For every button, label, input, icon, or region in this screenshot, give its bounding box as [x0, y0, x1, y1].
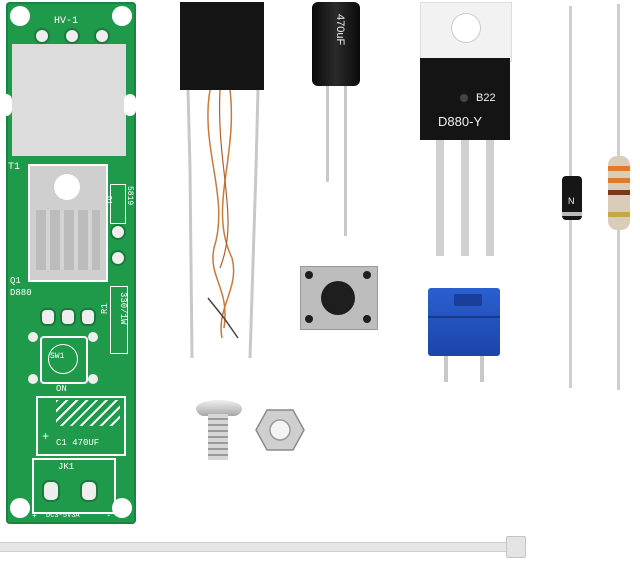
- transistor-footprint: [28, 164, 108, 282]
- resistor-band: [608, 190, 630, 195]
- trimmer-lead: [444, 356, 448, 382]
- hv-generator-module: [180, 2, 264, 90]
- pcb-pad: [42, 480, 60, 502]
- cable-tie-strap: [0, 542, 506, 552]
- diode-band: [562, 212, 582, 216]
- pcb-minus-sign: -: [106, 511, 112, 521]
- transistor-tab: [420, 2, 512, 62]
- pcb-pad: [28, 332, 38, 342]
- transistor-lead: [486, 140, 494, 256]
- transistor-lead: [461, 140, 469, 256]
- pcb-sw-label: SW1: [50, 352, 65, 361]
- pcb-pad: [34, 28, 50, 44]
- push-button-cap: [321, 281, 355, 315]
- pcb-pad: [94, 28, 110, 44]
- pcb-board: HV-1 T1 Q1 D880 D1 5819 R1 330/1W SW1: [0, 2, 136, 524]
- trimmer-lead: [480, 356, 484, 382]
- push-button: [300, 266, 378, 330]
- electrolytic-capacitor: 470uF: [312, 2, 360, 86]
- pcb-r1-label: R1: [100, 303, 110, 314]
- jk1-footprint: [32, 458, 116, 514]
- cable-tie-head: [506, 536, 526, 558]
- resistor-band: [608, 166, 630, 171]
- pcb-pad: [64, 28, 80, 44]
- d1-footprint: [110, 184, 126, 224]
- pcb-pad: [40, 308, 56, 326]
- transistor-part: D880-Y: [438, 114, 483, 129]
- pcb-pad: [80, 480, 98, 502]
- pcb-plus-sign: +: [42, 430, 50, 444]
- pcb-d1-label: D1: [104, 196, 112, 205]
- pcb-jk-label: JK1: [58, 462, 75, 472]
- pcb-plus-sign-bottom: +: [32, 512, 37, 521]
- pcb-pad: [88, 332, 98, 342]
- sw1-footprint: [40, 336, 88, 384]
- trimmer-potentiometer: [428, 288, 500, 356]
- mounting-hole: [112, 6, 132, 26]
- pcb-r1-value: 330/1W: [118, 292, 128, 325]
- pcb-t1-label: T1: [8, 162, 21, 173]
- diode-body: N: [562, 176, 582, 220]
- resistor-band: [608, 178, 630, 183]
- pcb-q1-part: D880: [10, 288, 32, 298]
- hv-module-leads: [186, 89, 260, 359]
- pcb-dc-label: DC3-5V3A: [46, 512, 80, 520]
- pcb-pad: [80, 308, 96, 326]
- transistor-lead: [436, 140, 444, 256]
- pcb-c1-label: C1 470UF: [56, 438, 100, 448]
- resistor-band: [608, 212, 630, 217]
- mounting-hole: [10, 6, 30, 26]
- resistor-body: [608, 156, 630, 230]
- mounting-hole: [112, 498, 132, 518]
- transistor-body: B22 D880-Y: [420, 58, 510, 140]
- capacitor-lead: [344, 86, 347, 236]
- pcb-pad: [110, 250, 126, 266]
- pcb-pad: [28, 374, 38, 384]
- pcb-pad: [88, 374, 98, 384]
- mounting-hole: [10, 498, 30, 518]
- pcb-on-label: ON: [56, 384, 67, 394]
- screw-thread: [208, 414, 228, 460]
- r1-footprint: [110, 286, 128, 354]
- hex-nut: [255, 409, 305, 451]
- capacitor-lead: [326, 86, 329, 182]
- diode-marking: N: [568, 196, 575, 206]
- hv-module-footprint: [12, 44, 126, 156]
- c1-footprint: [36, 396, 126, 456]
- pcb-q1-label: Q1: [10, 276, 21, 286]
- capacitor-marking: 470uF: [334, 14, 346, 46]
- pcb-pad: [60, 308, 76, 326]
- pcb-d1-part: 5819: [125, 186, 134, 206]
- pcb-pad: [110, 224, 126, 240]
- screw-head: [196, 400, 242, 416]
- transistor-code: B22: [476, 92, 496, 104]
- pcb-hv-label: HV-1: [54, 16, 79, 27]
